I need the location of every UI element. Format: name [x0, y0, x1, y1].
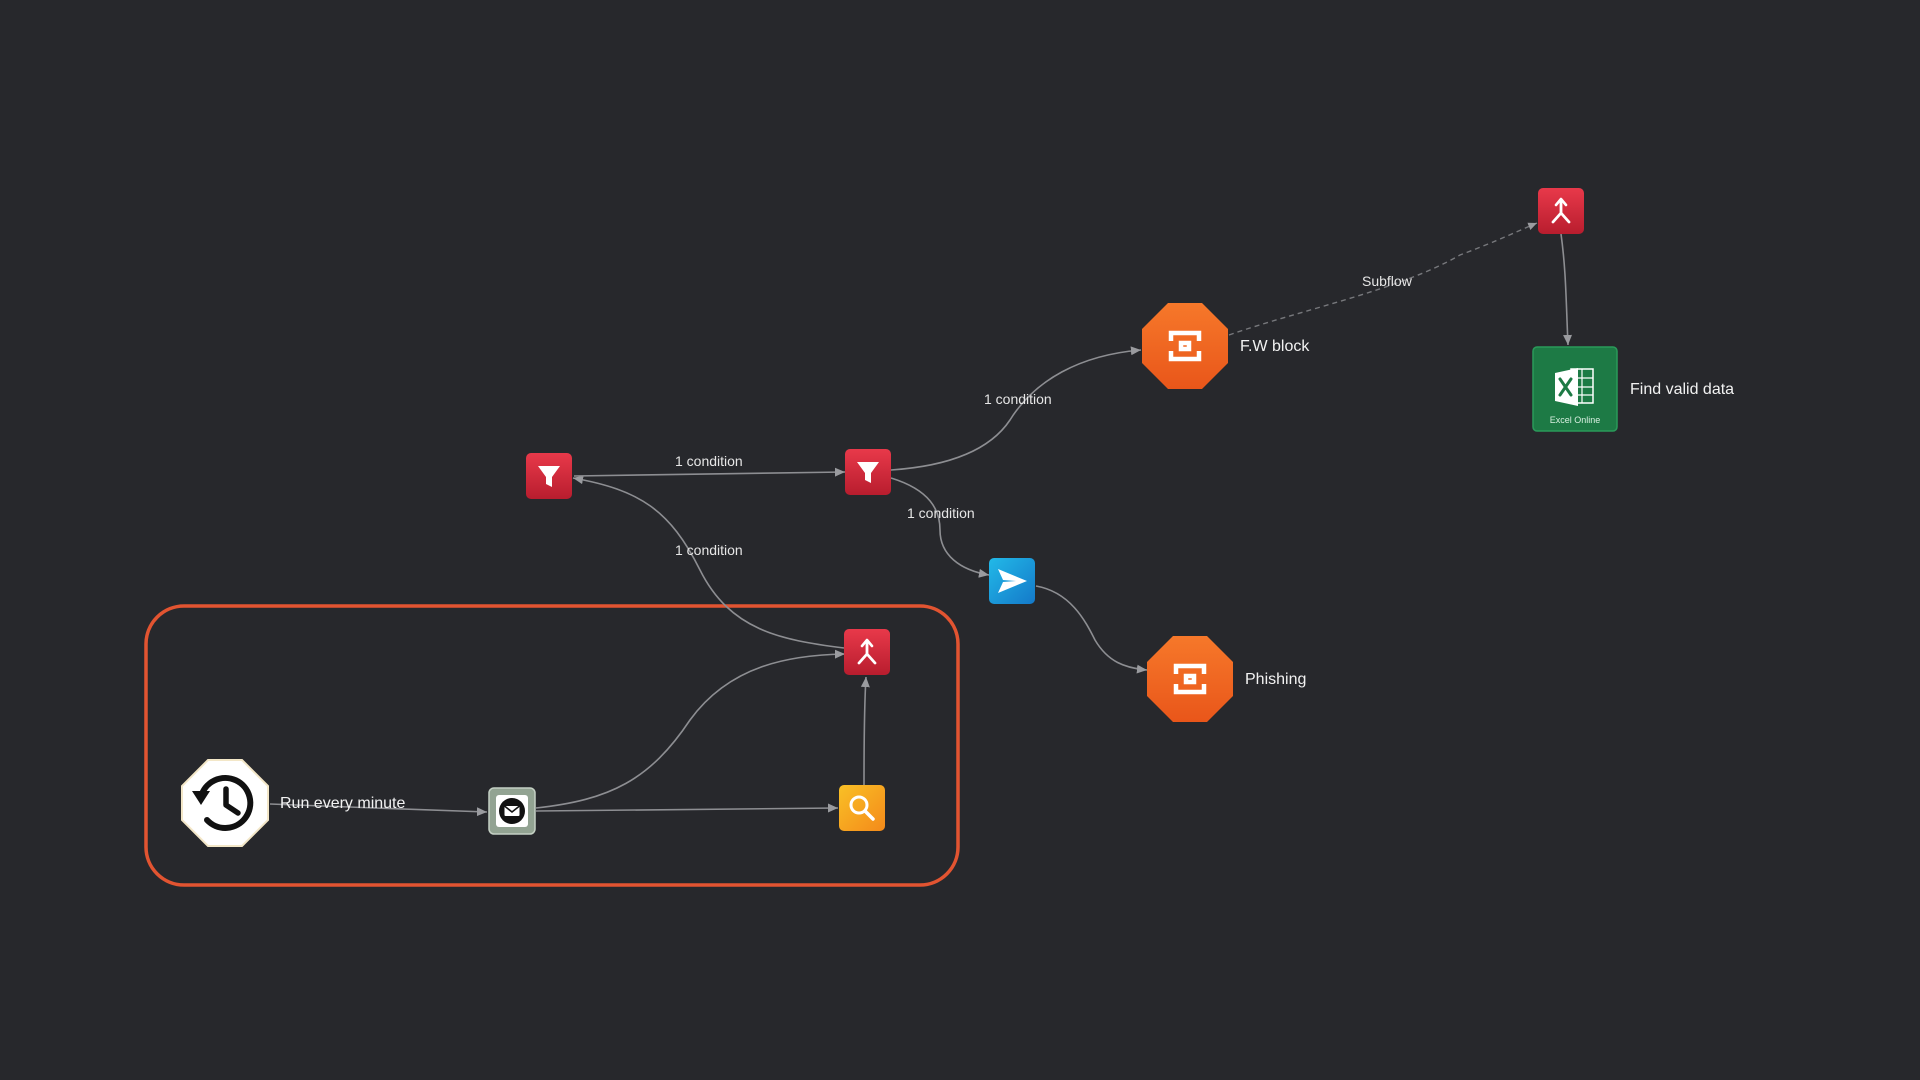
edge-email-search[interactable]: [535, 803, 839, 813]
email-icon: [499, 798, 525, 824]
edge-merge2-excel[interactable]: [1560, 233, 1573, 346]
fwblock-label: F.W block: [1240, 338, 1310, 355]
node-fwblock[interactable]: [1142, 303, 1228, 389]
node-excel[interactable]: Excel Online: [1532, 346, 1618, 432]
edges-layer: [269, 222, 1573, 817]
edge-filter2-send[interactable]: [890, 477, 990, 578]
trigger-group-box[interactable]: [144, 604, 960, 887]
edge-search-merge1[interactable]: [860, 676, 870, 786]
merge-icon: [857, 638, 877, 665]
edge-label-filter2-send: 1 condition: [907, 505, 975, 521]
excel-label: Find valid data: [1630, 381, 1734, 398]
phishing-node-shape: [1147, 636, 1233, 722]
search-node-shape: [839, 785, 885, 831]
phishing-label: Phishing: [1245, 671, 1306, 688]
node-merge2[interactable]: [1538, 188, 1584, 234]
clock-history-icon: [192, 774, 254, 831]
app-logo-icon: [1173, 663, 1207, 695]
node-timer[interactable]: [181, 759, 269, 847]
edge-label-filter2-fwblock: 1 condition: [984, 391, 1052, 407]
timer-label: Run every minute: [280, 795, 405, 812]
excel-sublabel: Excel Online: [1550, 415, 1601, 425]
edge-timer-email[interactable]: [269, 803, 488, 817]
node-search[interactable]: [839, 785, 885, 831]
edge-fwblock-merge2[interactable]: [1228, 222, 1538, 336]
node-filter1[interactable]: [526, 453, 572, 499]
node-phishing[interactable]: [1147, 636, 1233, 722]
edge-labels: 1 condition 1 condition 1 condition 1 co…: [675, 273, 1413, 558]
send-node-shape: [989, 558, 1035, 604]
excel-icon: [1555, 368, 1594, 406]
app-logo-icon: [1168, 330, 1202, 362]
edge-send-phishing[interactable]: [1035, 585, 1148, 674]
edge-label-merge1-filter1: 1 condition: [675, 542, 743, 558]
fwblock-node-shape: [1142, 303, 1228, 389]
merge-icon: [1551, 197, 1571, 224]
edge-filter1-filter2[interactable]: [573, 467, 846, 477]
edge-label-fwblock-merge2: Subflow: [1362, 273, 1413, 289]
send-icon: [998, 569, 1027, 593]
search-icon: [849, 795, 875, 821]
node-filter2[interactable]: [845, 449, 891, 495]
edge-merge1-filter1[interactable]: [572, 475, 845, 649]
filter-icon: [857, 462, 879, 483]
node-merge1[interactable]: [844, 629, 890, 675]
node-email[interactable]: [488, 787, 536, 835]
filter-icon: [538, 466, 560, 487]
edge-email-merge1[interactable]: [535, 649, 846, 809]
edge-label-filter1-filter2: 1 condition: [675, 453, 743, 469]
node-send[interactable]: [989, 558, 1035, 604]
edge-filter2-fwblock[interactable]: [890, 346, 1142, 471]
